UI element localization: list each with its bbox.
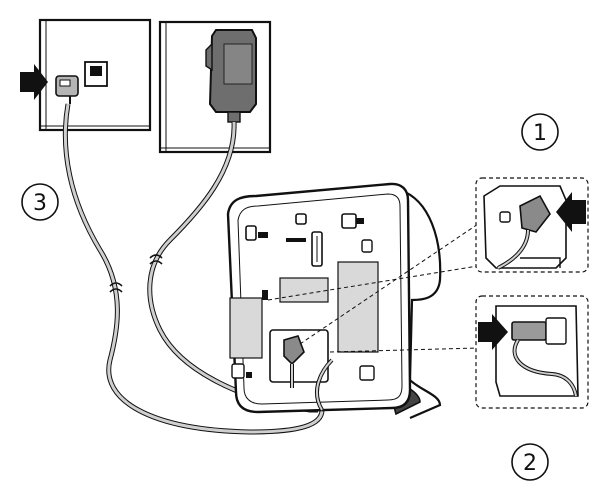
power-cable <box>147 121 318 413</box>
insert-arrow-icon <box>556 192 586 232</box>
wall-phone-socket-icon <box>38 18 152 132</box>
insert-arrow-icon <box>20 64 48 100</box>
telephone-plug-icon <box>55 75 79 104</box>
svg-text:1: 1 <box>533 121 547 146</box>
insert-arrow-icon <box>478 314 508 350</box>
svg-text:2: 2 <box>523 451 537 476</box>
base-phone-cable-loop <box>315 358 334 412</box>
phone-base-station-icon <box>226 182 442 420</box>
detail-phone-connection <box>475 295 589 409</box>
step-marker-1: 1 <box>521 113 559 151</box>
svg-text:3: 3 <box>33 191 47 216</box>
detail-power-connection <box>475 177 589 273</box>
base-power-plug-icon <box>283 335 305 388</box>
step-marker-3: 3 <box>21 183 59 221</box>
power-adapter-icon <box>205 29 257 123</box>
phone-cable <box>62 103 325 435</box>
step-marker-2: 2 <box>511 443 549 481</box>
leader-lines <box>267 223 479 353</box>
